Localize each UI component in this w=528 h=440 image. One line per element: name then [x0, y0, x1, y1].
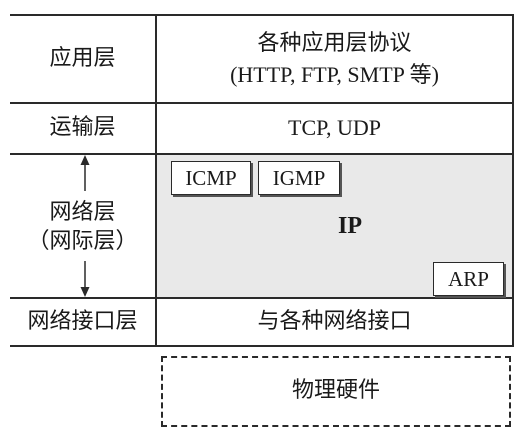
- application-protocols-line2: (HTTP, FTP, SMTP 等): [230, 62, 439, 87]
- column-divider: [155, 14, 157, 347]
- interface-protocols: 与各种网络接口: [257, 308, 412, 334]
- igmp-box: IGMP: [258, 161, 340, 195]
- application-protocols: 各种应用层协议 (HTTP, FTP, SMTP 等): [157, 22, 512, 98]
- right-border: [512, 14, 514, 347]
- divider-app-transport: [10, 102, 514, 104]
- hardware-box: [161, 356, 511, 427]
- network-layer-arrows: [80, 155, 90, 297]
- ip-label: IP: [338, 213, 362, 240]
- application-protocols-line1: 各种应用层协议: [257, 31, 412, 57]
- arrow-up-head: [80, 155, 90, 165]
- top-border: [10, 14, 514, 16]
- layer-label-network: 网络层 （网际层）: [27, 200, 138, 254]
- layer-label-application: 应用层: [49, 45, 116, 71]
- layer-label-transport: 运输层: [49, 115, 116, 141]
- arp-box: ARP: [433, 262, 504, 296]
- arrow-down-head: [80, 287, 90, 297]
- transport-protocols: TCP, UDP: [288, 115, 381, 141]
- divider-transport-network: [10, 153, 514, 155]
- layer-label-interface: 网络接口层: [27, 308, 138, 334]
- icmp-box: ICMP: [171, 161, 251, 195]
- hardware-label: 物理硬件: [291, 378, 380, 404]
- divider-network-interface: [10, 297, 514, 299]
- bottom-border: [10, 345, 514, 347]
